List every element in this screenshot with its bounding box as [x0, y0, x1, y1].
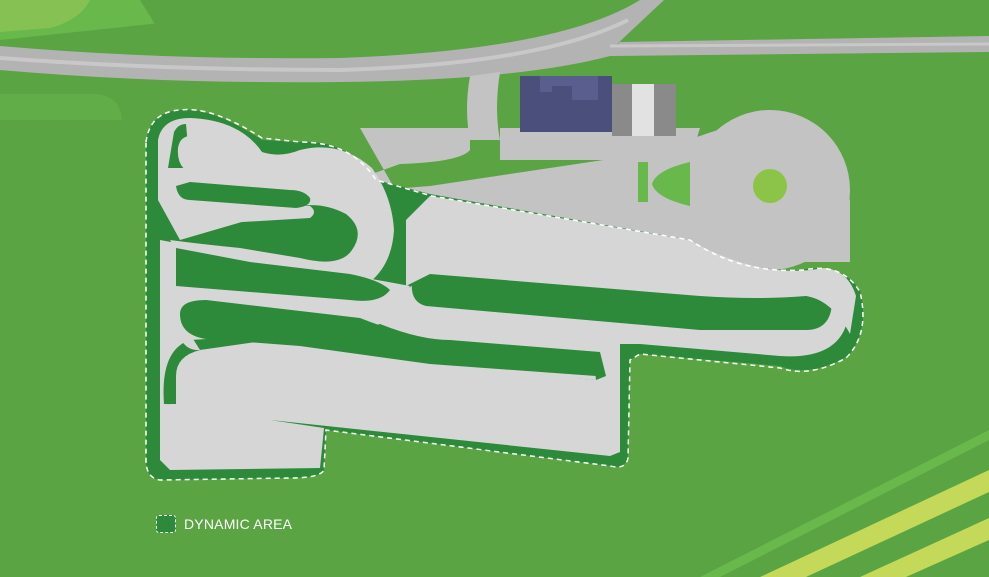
garage-left — [612, 84, 632, 136]
road-lane-line — [0, 18, 629, 73]
road-lane-line-right — [609, 42, 989, 48]
track-east-straight — [406, 196, 856, 334]
infield-east-wedge — [411, 275, 832, 330]
service-median-right — [652, 162, 690, 206]
grass-edge-left — [0, 94, 122, 120]
lime-stripe-2 — [860, 518, 989, 577]
infield-south-bulb — [180, 300, 596, 376]
dashed-boundary-swatch-icon — [156, 515, 176, 533]
garage-gap — [632, 84, 654, 136]
main-road — [0, 0, 989, 83]
grass-field-top-right — [629, 0, 989, 44]
track-north-inner — [177, 135, 349, 196]
grass-field-bottom-right — [660, 390, 989, 577]
grass-field-bottom — [140, 490, 420, 577]
service-median-left — [638, 162, 648, 202]
grass-field-corner — [0, 0, 90, 32]
grass-field-left — [0, 94, 124, 577]
infield-north-wedge — [176, 182, 311, 208]
legend-label: DYNAMIC AREA — [184, 516, 293, 532]
grass-field-right — [862, 50, 989, 440]
dynamic-area-boundary — [145, 108, 864, 481]
map-legend: DYNAMIC AREA — [156, 512, 292, 536]
lime-stripe-1 — [760, 470, 989, 577]
skidpad-center-island — [753, 169, 787, 203]
garage-right — [654, 84, 676, 136]
grass-stripe-1 — [700, 430, 989, 577]
access-road — [467, 72, 500, 140]
grass-field-bottom-mid — [440, 470, 640, 577]
grass-field-top — [140, 0, 640, 32]
main-building-roof — [520, 76, 612, 132]
paddock-pad — [170, 404, 270, 468]
infield-west-wedge — [176, 248, 390, 301]
